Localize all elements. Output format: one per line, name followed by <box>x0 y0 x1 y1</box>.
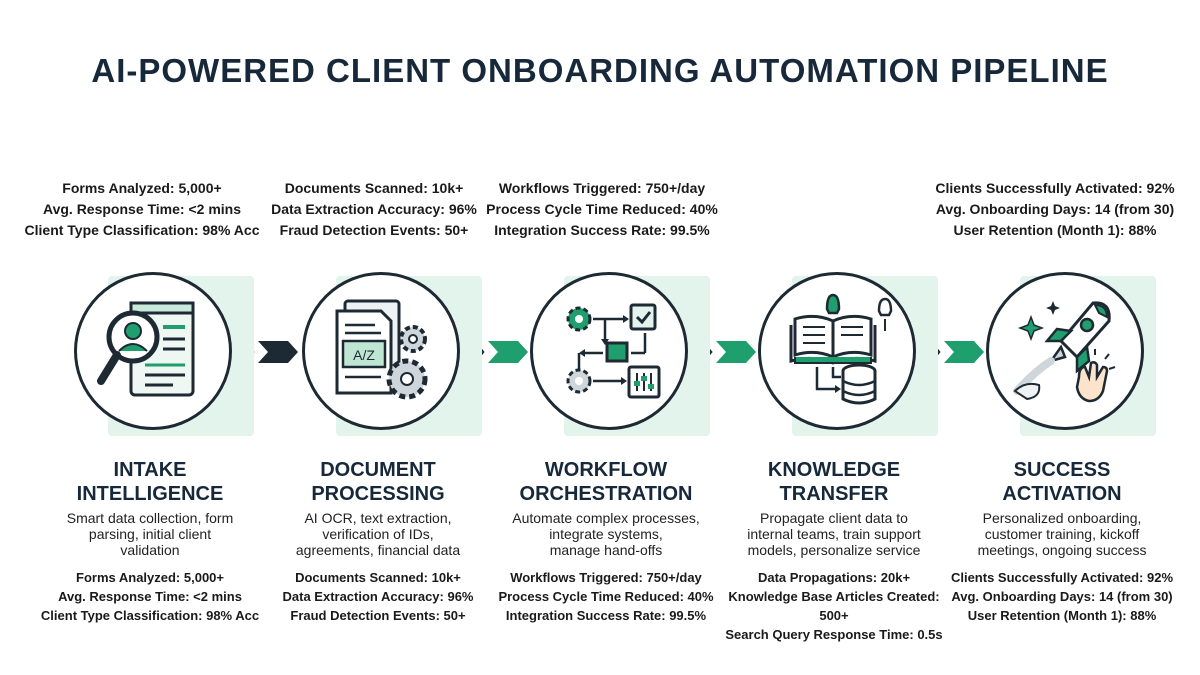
top-metrics: Clients Successfully Activated: 92% Avg.… <box>924 178 1186 241</box>
stage-icon-circle <box>74 272 232 430</box>
rocket-launch-icon <box>1013 301 1116 403</box>
metric: Forms Analyzed: 5,000+ <box>76 570 224 585</box>
stage-description: Automate complex processes, integrate sy… <box>512 510 700 558</box>
stage-icon-circle <box>758 272 916 430</box>
metric: 500+ <box>819 608 849 623</box>
metric: Documents Scanned: 10k+ <box>284 180 464 196</box>
metric: Avg. Response Time: <2 mins <box>42 201 241 217</box>
metric: Fraud Detection Events: 50+ <box>279 222 469 238</box>
metric: Data Propagations: 20k+ <box>757 570 911 585</box>
metric: Clients Successfully Activated: 92% <box>935 180 1175 196</box>
metric: Avg. Onboarding Days: 14 (from 30) <box>935 201 1175 217</box>
metric: Clients Successfully Activated: 92% <box>950 570 1174 585</box>
stage-icon-circle <box>530 272 688 430</box>
metric: Avg. Response Time: <2 mins <box>58 589 242 604</box>
stage-icon-circle <box>986 272 1144 430</box>
stage-workflow-orchestration: Workflows Triggered: 750+/day Process Cy… <box>482 0 722 675</box>
top-metrics: Documents Scanned: 10k+ Data Extraction … <box>254 178 494 241</box>
stage-description: AI OCR, text extraction, verification of… <box>295 510 461 558</box>
top-metrics: Forms Analyzed: 5,000+ Avg. Response Tim… <box>16 178 268 241</box>
metric: Process Cycle Time Reduced: 40% <box>486 201 718 217</box>
metric: User Retention (Month 1): 88% <box>953 222 1157 238</box>
metric: Knowledge Base Articles Created: <box>728 589 940 604</box>
stage-success-activation: Clients Successfully Activated: 92% Avg.… <box>935 0 1178 675</box>
metric: Documents Scanned: 10k+ <box>295 570 461 585</box>
metric: Forms Analyzed: 5,000+ <box>62 180 222 196</box>
metric: Fraud Detection Events: 50+ <box>290 608 466 623</box>
metric: Process Cycle Time Reduced: 40% <box>498 589 714 604</box>
stage-title: INTAKE INTELLIGENCE <box>76 459 224 505</box>
metric: Integration Success Rate: 99.5% <box>505 608 707 623</box>
stage-description: Personalized onboarding, customer traini… <box>977 510 1147 558</box>
metric: Workflows Triggered: 750+/day <box>510 570 702 585</box>
stage-title: DOCUMENT PROCESSING <box>311 459 445 505</box>
top-metrics: Workflows Triggered: 750+/day Process Cy… <box>482 178 722 241</box>
metric: Client Type Classification: 98% Acc <box>24 222 260 238</box>
bottom-metrics: Workflows Triggered: 750+/day Process Cy… <box>482 568 730 625</box>
stage-knowledge-transfer: KNOWLEDGE TRANSFER Propagate client data… <box>710 0 950 675</box>
stage-description: Smart data collection, form parsing, ini… <box>66 510 234 558</box>
bottom-metrics: Data Propagations: 20k+ Knowledge Base A… <box>710 568 958 644</box>
stage-title: SUCCESS ACTIVATION <box>1002 459 1122 505</box>
bottom-metrics: Documents Scanned: 10k+ Data Extraction … <box>254 568 502 625</box>
metric: Data Extraction Accuracy: 96% <box>282 589 474 604</box>
metric: Integration Success Rate: 99.5% <box>494 222 710 238</box>
stage-title: WORKFLOW ORCHESTRATION <box>519 459 693 505</box>
doc-label: A/Z <box>353 347 375 363</box>
metric: Avg. Onboarding Days: 14 (from 30) <box>951 589 1173 604</box>
metric: Search Query Response Time: 0.5s <box>725 627 943 642</box>
stage-document-processing: Documents Scanned: 10k+ Data Extraction … <box>254 0 494 675</box>
metric: Workflows Triggered: 750+/day <box>498 180 706 196</box>
diagram-title: AI-POWERED CLIENT ONBOARDING AUTOMATION … <box>91 52 1109 89</box>
metric: Data Extraction Accuracy: 96% <box>271 201 477 217</box>
bottom-metrics: Clients Successfully Activated: 92% Avg.… <box>938 568 1186 625</box>
bottom-metrics: Forms Analyzed: 5,000+ Avg. Response Tim… <box>26 568 274 625</box>
document-gears-icon: A/Z <box>335 299 428 400</box>
stage-intake-intelligence: Forms Analyzed: 5,000+ Avg. Response Tim… <box>25 0 266 675</box>
stage-title: KNOWLEDGE TRANSFER <box>767 459 901 505</box>
metric: User Retention (Month 1): 88% <box>967 608 1157 623</box>
stage-description: Propagate client data to internal teams,… <box>747 510 921 558</box>
stage-icon-circle: A/Z <box>302 272 460 430</box>
metric: Client Type Classification: 98% Acc <box>40 608 260 623</box>
profile-magnifier-icon <box>97 301 195 397</box>
book-database-icon <box>789 293 893 405</box>
workflow-diagram-icon <box>566 303 661 399</box>
